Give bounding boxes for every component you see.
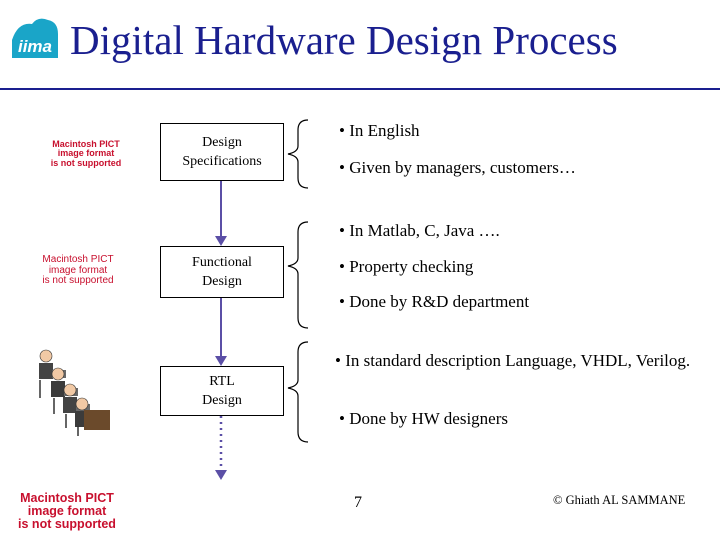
bullet-item: • Done by HW designers — [339, 409, 508, 429]
flow-arrowhead — [215, 236, 227, 246]
bullet-item: • Given by managers, customers… — [339, 158, 576, 178]
bullet-item: • In English — [339, 121, 420, 141]
bullet-item: • Done by R&D department — [339, 292, 529, 312]
copyright-text: © Ghiath AL SAMMANE — [553, 493, 685, 508]
page-number: 7 — [354, 494, 362, 512]
bullet-item: • Property checking — [339, 257, 473, 277]
flow-arrowhead — [215, 356, 227, 366]
bullet-item: • In standard description Language, VHDL… — [335, 350, 695, 372]
brace — [288, 120, 308, 188]
functional-design-box: Functional Design — [160, 246, 284, 298]
brace — [288, 222, 308, 328]
bullet-item: • In Matlab, C, Java …. — [339, 221, 500, 241]
brace — [288, 342, 308, 442]
flow-arrowhead — [215, 470, 227, 480]
team-of-designers-image — [39, 350, 110, 436]
design-specifications-box: Design Specifications — [160, 123, 284, 181]
rtl-design-box: RTL Design — [160, 366, 284, 416]
